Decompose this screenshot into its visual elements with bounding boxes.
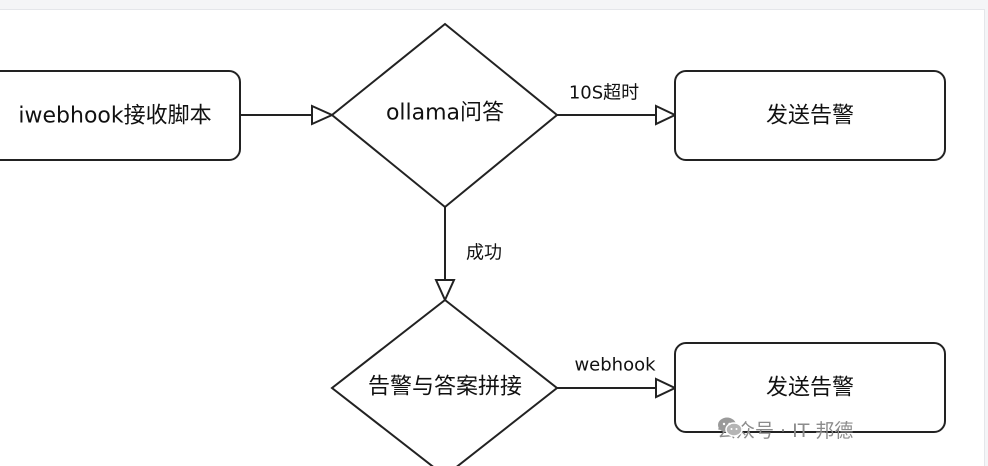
- edge-label-timeout: 10S超时: [569, 83, 639, 104]
- watermark: 公众号 · IT 邦德: [717, 416, 853, 443]
- arrowhead-3: [434, 279, 456, 303]
- node-send-alert-webhook: [674, 342, 946, 433]
- arrowhead-2: [655, 104, 678, 126]
- ollama-qa-label: ollama问答: [386, 101, 504, 126]
- watermark-text: 公众号 · IT 邦德: [717, 420, 854, 442]
- arrowhead-4: [655, 377, 678, 399]
- node-send-alert-timeout: [674, 70, 946, 161]
- node-receiver: [0, 70, 241, 161]
- wechat-icon: [718, 417, 743, 437]
- receiver-label: iwebhook接收脚本: [18, 104, 211, 129]
- node-merge: [330, 298, 559, 466]
- edge-label-success: 成功: [466, 243, 502, 264]
- arrowhead-1: [311, 104, 335, 126]
- send-alert-webhook-label: 发送告警: [766, 376, 854, 401]
- edge-label-webhook: webhook: [574, 355, 656, 376]
- node-ollama-qa: [330, 22, 559, 209]
- diagram-canvas: iwebhook接收脚本 ollama问答 发送告警 告警与答案拼接 发送告警 …: [0, 9, 985, 466]
- send-alert-timeout-label: 发送告警: [766, 104, 854, 129]
- flowchart: iwebhook接收脚本 ollama问答 发送告警 告警与答案拼接 发送告警 …: [0, 22, 946, 466]
- merge-label: 告警与答案拼接: [368, 375, 522, 400]
